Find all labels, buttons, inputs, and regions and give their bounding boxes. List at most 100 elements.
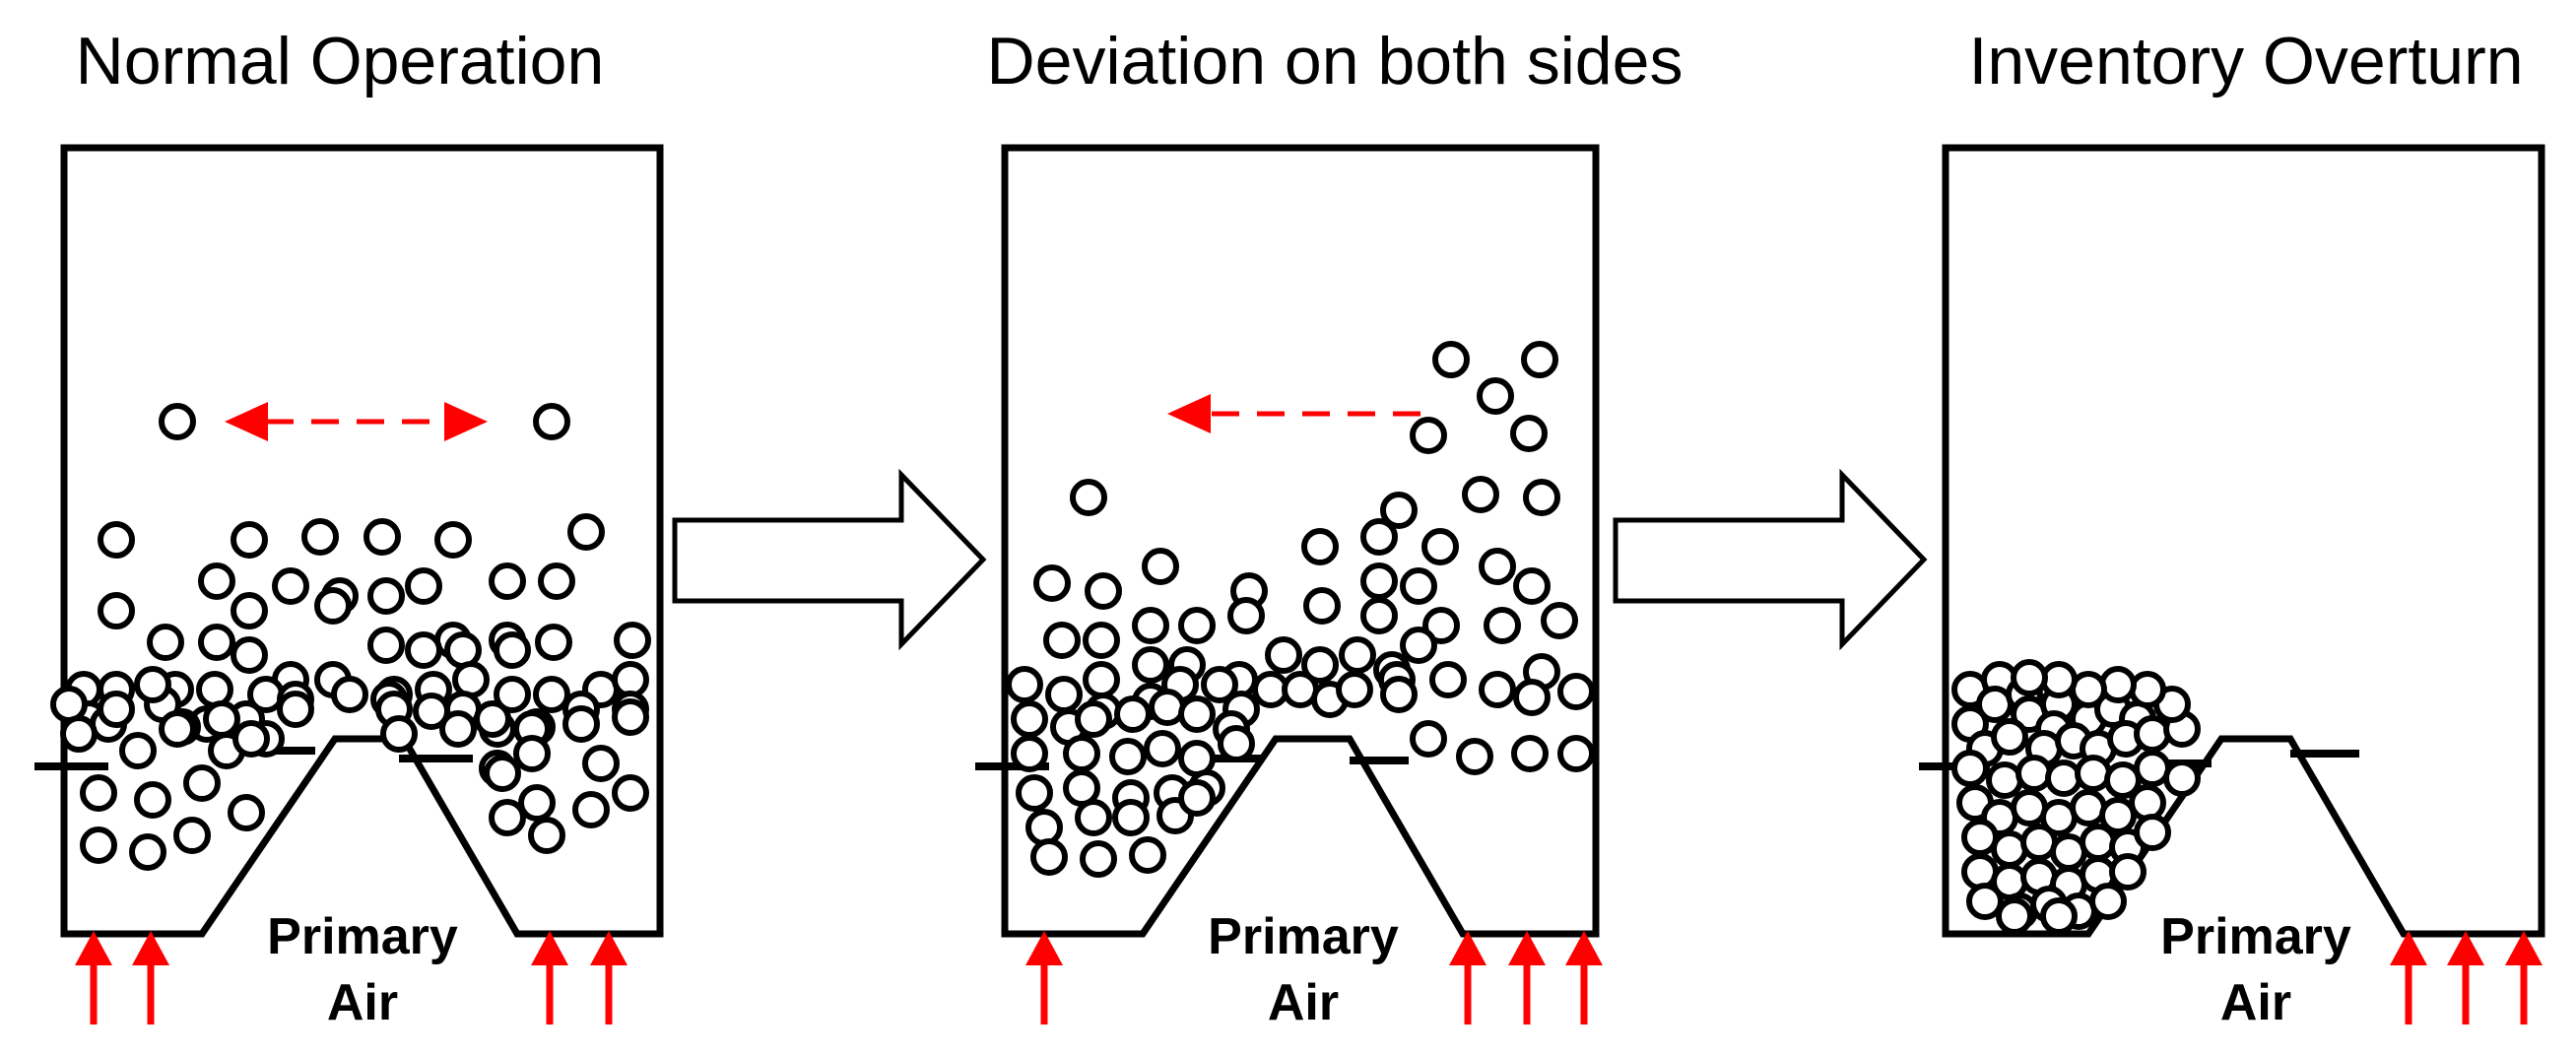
air-label: Air: [2220, 974, 2291, 1031]
particle: [1986, 761, 2023, 799]
particle: [2040, 897, 2078, 935]
particle: [2045, 760, 2082, 797]
particle: [183, 764, 221, 802]
particle: [1301, 528, 1339, 565]
particle: [147, 624, 184, 661]
particle: [1178, 695, 1216, 733]
particle: [1011, 700, 1048, 738]
particle: [1410, 417, 1447, 454]
particle: [1144, 730, 1181, 767]
particle: [518, 784, 556, 822]
panel-title: Normal Operation: [76, 24, 605, 99]
particle: [363, 518, 401, 556]
particle: [277, 691, 314, 728]
particle: [1484, 607, 1521, 644]
particle: [1006, 666, 1043, 703]
particle: [1462, 476, 1499, 513]
particle: [1513, 567, 1551, 605]
bed-vessel-outline: [1942, 144, 2545, 938]
particle: [272, 567, 309, 605]
particle: [1109, 738, 1147, 775]
particle: [2075, 755, 2112, 792]
particle: [1400, 627, 1437, 664]
panel-deviation-both-sides: Deviation on both sides Primary Air: [975, 24, 1683, 1031]
panel-inventory-overturn: Inventory Overturn Primary Air: [1919, 24, 2545, 1031]
particle: [1339, 636, 1376, 674]
particle: [2089, 883, 2127, 920]
primary-air-label: Primary: [2160, 908, 2351, 965]
particle: [2099, 666, 2137, 703]
particle: [1996, 897, 2033, 935]
particle: [228, 794, 265, 831]
panel-title: Deviation on both sides: [987, 24, 1684, 99]
particle: [173, 817, 211, 854]
particle: [367, 627, 405, 664]
particle: [489, 562, 526, 600]
particle: [98, 521, 135, 559]
particle: [1016, 774, 1053, 812]
particle: [2134, 814, 2171, 851]
particle: [1227, 597, 1265, 634]
particle: [1265, 636, 1302, 674]
primary-air-arrows: [1025, 931, 1603, 1024]
particle: [2015, 755, 2053, 792]
particle: [2080, 824, 2117, 861]
particle: [159, 710, 196, 748]
particle: [367, 577, 405, 615]
bed-vessel-outline: [1001, 144, 1600, 938]
particle: [1178, 779, 1216, 817]
particle: [1075, 700, 1112, 738]
particle: [1951, 750, 1989, 787]
particle: [439, 710, 477, 748]
particle: [1075, 799, 1112, 836]
particle: [533, 403, 570, 440]
particle: [1360, 518, 1398, 556]
primary-air-label: Primary: [1208, 908, 1399, 965]
particle: [612, 698, 649, 736]
particle: [1129, 836, 1166, 874]
particle: [380, 715, 418, 753]
particle: [572, 791, 610, 828]
particle: [1432, 341, 1470, 378]
lateral-motion-arrow: [225, 402, 488, 441]
lateral-motion-arrow: [1167, 394, 1428, 433]
particle: [2134, 715, 2171, 753]
particle: [1429, 661, 1467, 698]
particle: [1523, 479, 1560, 516]
particle: [60, 715, 98, 753]
particle: [1201, 666, 1238, 703]
particle: [1360, 562, 1398, 600]
primary-air-label: Primary: [267, 908, 458, 965]
particle: [562, 705, 600, 743]
particle: [314, 587, 352, 625]
particle: [513, 735, 551, 772]
particle: [1541, 602, 1578, 639]
particle: [198, 562, 235, 600]
particle: [1511, 735, 1549, 772]
particle: [494, 676, 531, 713]
particle: [119, 732, 157, 769]
particle: [129, 833, 166, 871]
particle: [1011, 735, 1048, 772]
particle: [405, 631, 442, 669]
particle: [1043, 622, 1081, 659]
particle: [528, 817, 565, 854]
particle: [2109, 853, 2147, 891]
primary-air-arrows: [2390, 931, 2543, 1024]
particle: [1336, 671, 1373, 708]
panel-normal-operation: Normal Operation Primary Air: [34, 24, 664, 1031]
air-label: Air: [1268, 974, 1339, 1031]
transition-arrow: [672, 468, 987, 651]
primary-air-arrows: [75, 931, 627, 1024]
particle: [231, 592, 268, 629]
particle: [2163, 760, 2201, 797]
particle: [1380, 676, 1418, 713]
particle-cloud: [50, 403, 651, 871]
transition-arrow: [1613, 468, 1928, 651]
particle: [1085, 572, 1122, 610]
particle: [1112, 799, 1150, 836]
particle: [1045, 676, 1083, 713]
particle: [134, 666, 171, 703]
particle: [535, 624, 572, 661]
